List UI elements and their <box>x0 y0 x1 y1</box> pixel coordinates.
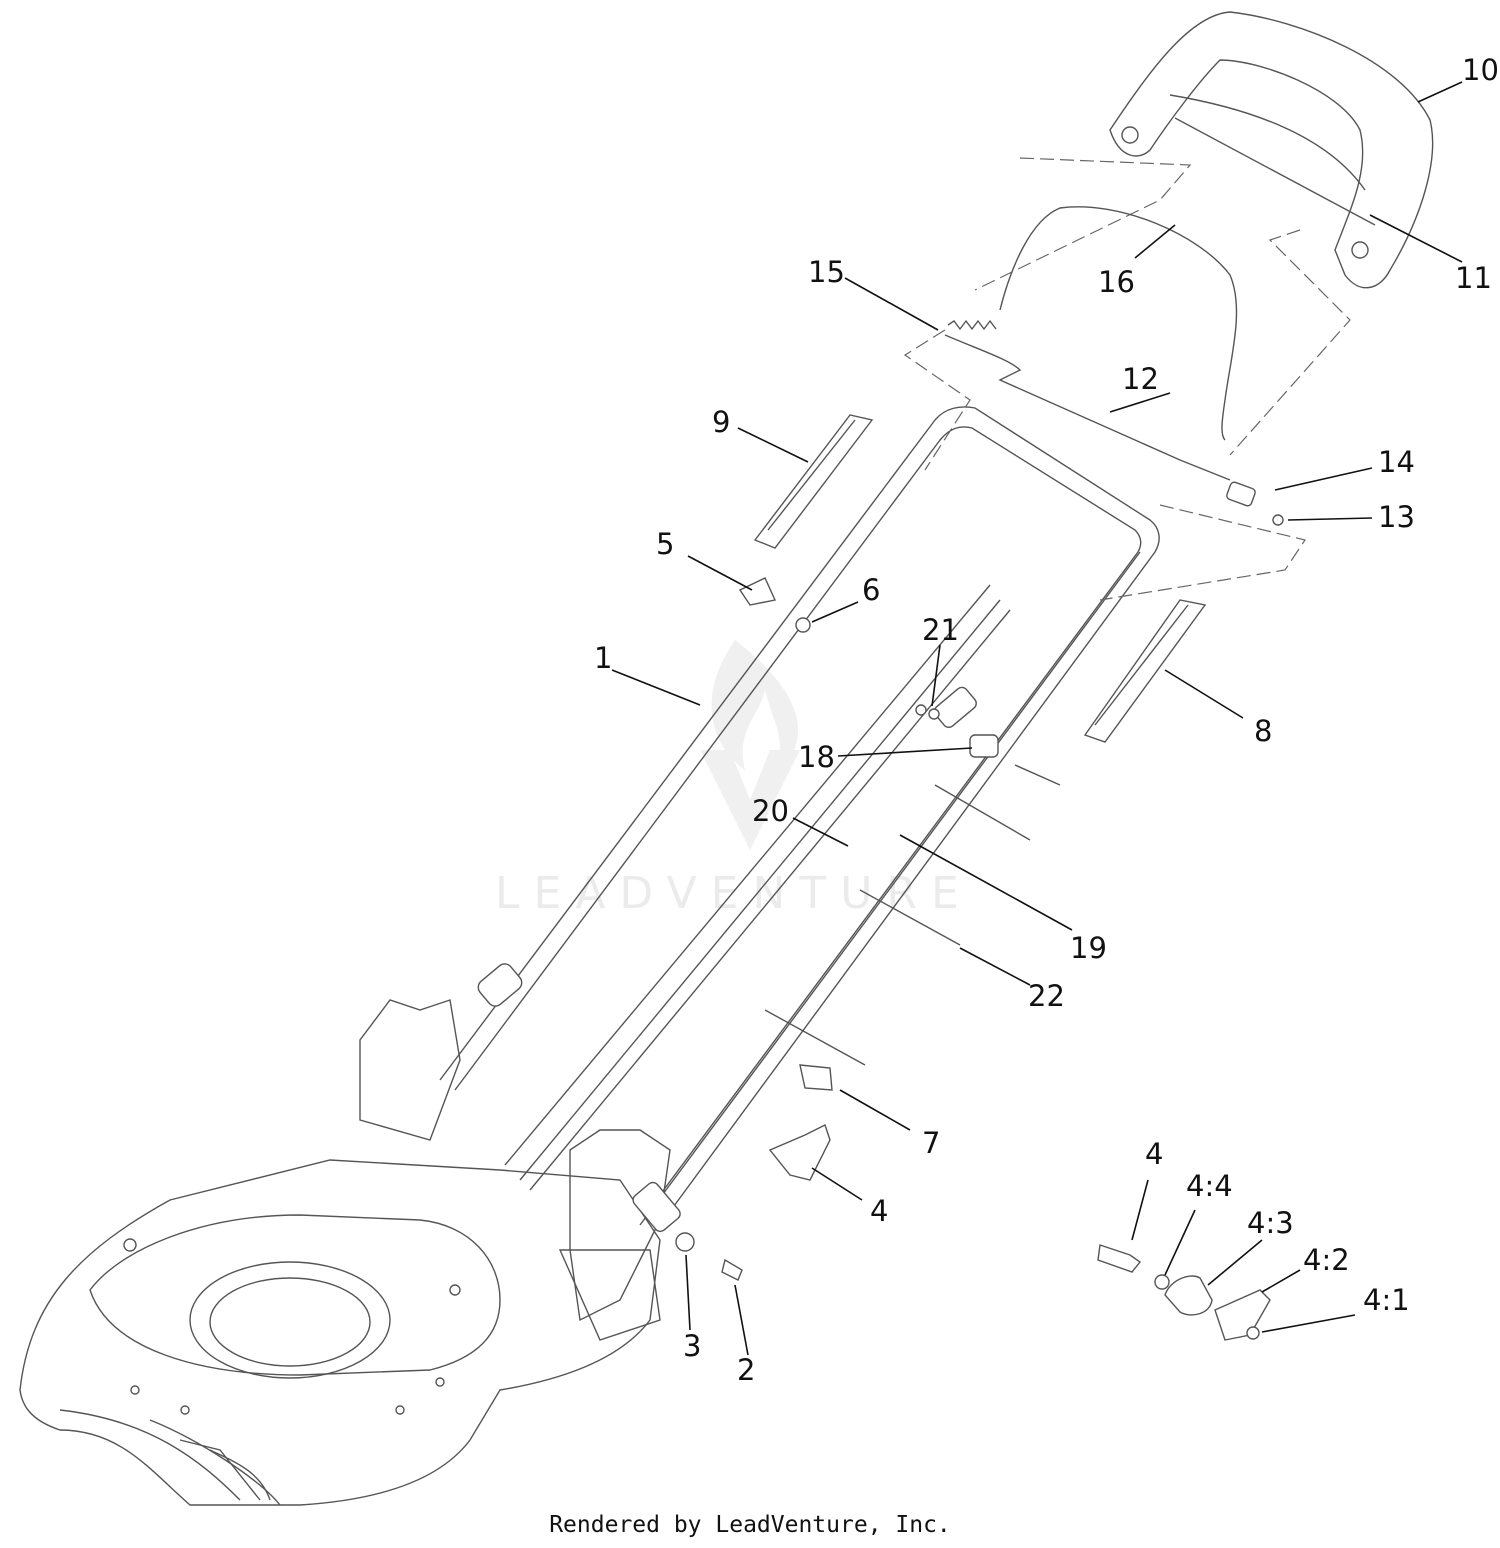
callout-3: 3 <box>683 1329 701 1363</box>
watermark: LEADVENTURE <box>495 640 973 919</box>
callout-19: 19 <box>1070 931 1107 965</box>
cable-guides <box>753 414 1207 743</box>
callout-16: 16 <box>1098 265 1135 299</box>
callout-5: 5 <box>656 527 674 561</box>
handle-assembly <box>439 406 1160 1233</box>
callout-11: 11 <box>1455 261 1492 295</box>
callout-22: 22 <box>1028 979 1065 1013</box>
callout-4-4: 4:4 <box>1186 1169 1233 1203</box>
watermark-text: LEADVENTURE <box>495 868 973 919</box>
callout-12: 12 <box>1122 362 1159 396</box>
callout-4-1: 4:1 <box>1363 1283 1410 1317</box>
callout-6: 6 <box>862 573 880 607</box>
small-parts <box>675 577 999 1281</box>
callout-4-2: 4:2 <box>1303 1243 1350 1277</box>
reference-dashes <box>903 157 1351 601</box>
callout-21: 21 <box>922 613 959 647</box>
callout-10: 10 <box>1462 53 1499 87</box>
callout-4-detail: 4 <box>1145 1137 1163 1171</box>
callout-7: 7 <box>922 1126 940 1160</box>
callout-13: 13 <box>1378 500 1415 534</box>
callout-18: 18 <box>798 740 835 774</box>
mower-deck <box>19 999 671 1506</box>
callout-20: 20 <box>752 794 789 828</box>
leader-lines <box>611 81 1463 1356</box>
bail-bar <box>999 206 1238 441</box>
callout-4-main: 4 <box>870 1194 888 1228</box>
callout-15: 15 <box>808 255 845 289</box>
callout-9: 9 <box>712 405 730 439</box>
callout-1: 1 <box>594 641 612 675</box>
upper-handle-grip <box>1109 11 1434 289</box>
callout-8: 8 <box>1254 714 1272 748</box>
callout-14: 14 <box>1378 445 1415 479</box>
callout-labels: 10 11 15 16 12 9 14 13 5 6 21 1 8 18 20 … <box>594 53 1499 1387</box>
knob-exploded-detail <box>1097 1244 1271 1341</box>
footer-credit: Rendered by LeadVenture, Inc. <box>549 1512 951 1538</box>
callout-4-3: 4:3 <box>1247 1206 1294 1240</box>
control-cable <box>944 319 1284 526</box>
callout-2: 2 <box>737 1353 755 1387</box>
